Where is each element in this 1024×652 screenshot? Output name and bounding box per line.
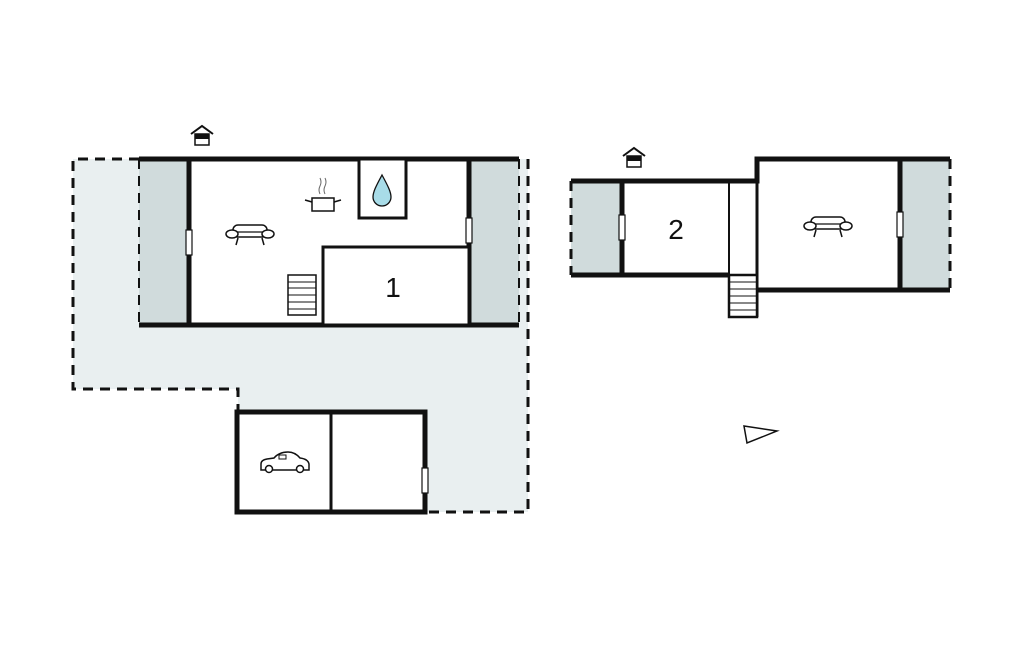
balcony-right xyxy=(469,159,519,325)
stairs-icon xyxy=(727,273,759,319)
compass-icon xyxy=(743,425,780,445)
window xyxy=(618,214,626,241)
room-label-2: 2 xyxy=(668,214,684,245)
window xyxy=(185,229,193,256)
window xyxy=(896,211,904,238)
wall xyxy=(571,156,950,293)
bedroom-1 xyxy=(321,245,471,327)
plan-2: 2 xyxy=(569,147,952,445)
car-icon xyxy=(260,451,310,474)
plan-1: 1 xyxy=(71,125,530,515)
water-drop-icon xyxy=(372,173,392,207)
entrance-icon xyxy=(190,125,214,146)
window xyxy=(465,217,473,244)
balcony-right xyxy=(900,159,950,290)
stairs-icon xyxy=(287,274,317,316)
cooking-pot-icon xyxy=(304,177,342,212)
balcony-left xyxy=(139,159,189,325)
sofa-icon xyxy=(803,216,853,238)
entrance-icon xyxy=(622,147,646,168)
room-label-1: 1 xyxy=(385,272,401,303)
terrace-outline xyxy=(71,157,530,514)
balcony-left xyxy=(571,181,622,275)
window xyxy=(421,467,429,494)
